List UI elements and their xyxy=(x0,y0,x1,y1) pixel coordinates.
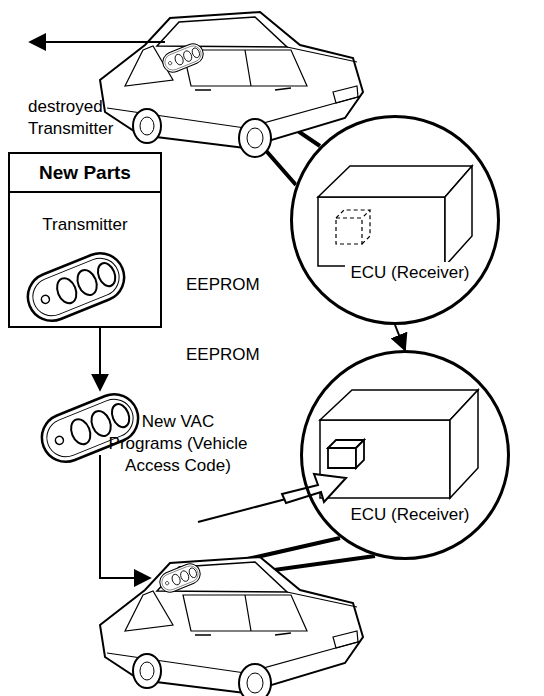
flow-arrow xyxy=(99,328,101,390)
circle-background xyxy=(290,115,500,325)
connector-arrow xyxy=(395,325,405,350)
removal-arrow xyxy=(30,41,165,43)
circle-border xyxy=(302,352,509,559)
detail-circle: ECU (Receiver) xyxy=(300,350,510,560)
node-text: ECU (Receiver) xyxy=(345,262,475,283)
callout-text: destroyed Transmitter xyxy=(28,96,143,140)
ecu-side-face xyxy=(450,390,478,498)
transmitter-on-car xyxy=(160,41,206,75)
ecu-front-face xyxy=(318,197,445,266)
new-transmitter xyxy=(21,246,132,328)
hollow-arrow xyxy=(282,474,346,503)
transmitter-on-car xyxy=(157,561,203,595)
circle-border xyxy=(292,117,499,324)
node-text: Transmitter xyxy=(10,214,160,235)
detail-circle: ECU (Receiver) xyxy=(290,115,500,325)
parts-box: New PartsTransmitter xyxy=(8,152,162,328)
circle-background xyxy=(300,350,510,560)
chip-side xyxy=(356,440,364,468)
old-eeprom-chip xyxy=(336,210,370,244)
callout-text: EEPROM xyxy=(186,274,286,296)
vehicle-top xyxy=(100,12,363,157)
chip-front xyxy=(328,448,356,468)
new-eeprom-chip xyxy=(328,440,364,468)
circle-outline xyxy=(300,350,510,560)
program-line xyxy=(198,499,286,522)
callout-text: New VAC Programs (Vehicle Access Code) xyxy=(108,411,248,477)
ecu-box xyxy=(318,166,472,266)
callout-text: EEPROM xyxy=(186,344,286,366)
chip-outline xyxy=(336,218,362,244)
node-text: ECU (Receiver) xyxy=(345,504,475,525)
circle-outline xyxy=(290,115,500,325)
chip-outline xyxy=(336,210,370,244)
ecu-side-face xyxy=(445,166,472,266)
box-heading: New Parts xyxy=(10,154,160,193)
